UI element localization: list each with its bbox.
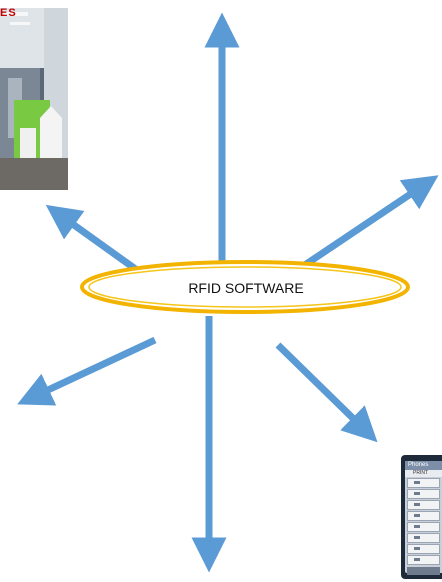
software-screen-thumbnail: Phones PRINT: [401, 455, 442, 579]
screen-row: [407, 500, 440, 510]
screen-row: [407, 533, 440, 543]
arrow-lower-right: [275, 342, 378, 443]
rfid-software-ellipse: [80, 260, 410, 314]
screen-row: [407, 544, 440, 554]
warehouse-photo: ES: [0, 8, 68, 190]
screen-row: [407, 522, 440, 532]
software-screen-inner: Phones PRINT: [405, 461, 442, 575]
rfid-software-ellipse-inner: [88, 266, 402, 308]
screen-row: [407, 555, 440, 565]
screen-row: [407, 478, 440, 488]
screen-row: [407, 511, 440, 521]
screen-row: [407, 489, 440, 499]
arrow-lower-left: [17, 336, 157, 406]
warehouse-photo-image: [0, 8, 68, 190]
screen-footer: [407, 567, 440, 575]
rfid-software-label: RFID SOFTWARE: [188, 280, 304, 296]
photo-caption-fragment: ES: [0, 8, 17, 19]
screen-header: Phones: [405, 461, 442, 470]
screen-subheader: PRINT: [405, 470, 442, 477]
